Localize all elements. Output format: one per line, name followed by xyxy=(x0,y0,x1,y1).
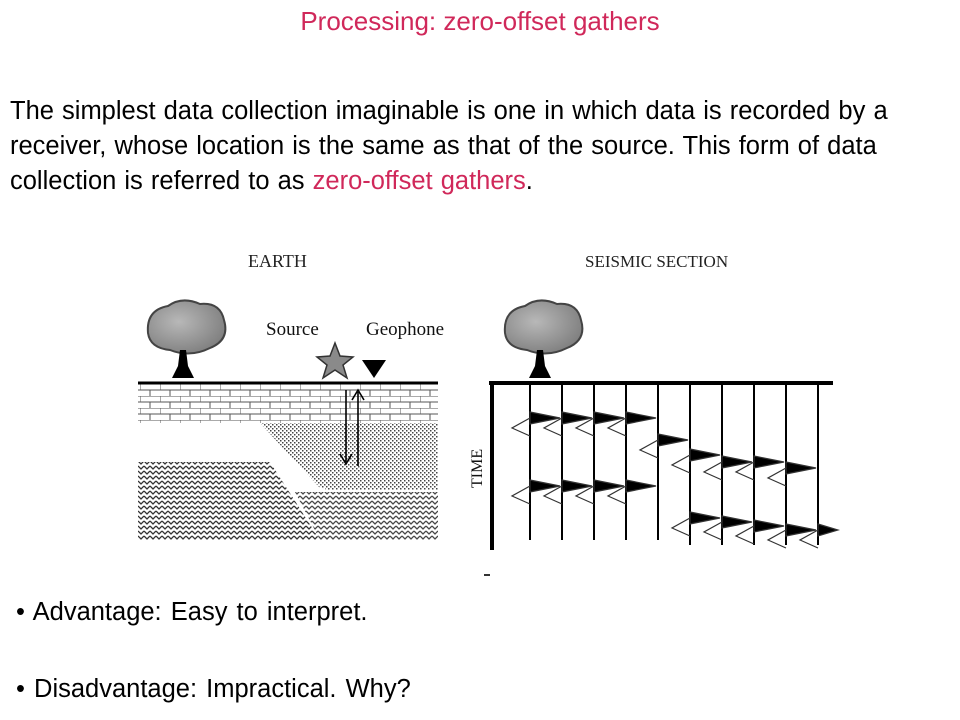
wavelet xyxy=(510,411,561,437)
wavelet xyxy=(798,523,840,549)
tree-icon xyxy=(146,299,227,378)
wavelet xyxy=(542,411,593,437)
zigzag-layer-right xyxy=(295,492,438,540)
source-star-icon xyxy=(315,340,355,380)
bullet-symbol: • xyxy=(16,675,25,703)
wavelets-reflector-2 xyxy=(510,479,840,549)
wavelet xyxy=(574,479,625,505)
earth-model: Source Geophone xyxy=(138,299,444,540)
wavelet xyxy=(766,523,817,549)
intro-text: The simplest data collection imaginable … xyxy=(10,97,888,195)
intro-highlight: zero-offset gathers xyxy=(312,167,526,195)
time-axis-label: TIME xyxy=(469,449,486,488)
bullet-symbol: • xyxy=(16,598,25,626)
wavelet xyxy=(702,515,753,541)
wavelet xyxy=(542,479,593,505)
wavelet xyxy=(734,519,785,545)
advantage-text: Easy to interpret. xyxy=(170,598,368,626)
wavelet xyxy=(638,433,689,459)
seismic-section-label: SEISMIC SECTION xyxy=(585,252,728,271)
wavelet xyxy=(670,448,721,474)
wavelet xyxy=(606,479,657,505)
intro-paragraph: The simplest data collection imaginable … xyxy=(10,94,935,199)
seismic-section: TIME xyxy=(469,299,840,576)
intro-end: . xyxy=(525,167,533,195)
geophone-label: Geophone xyxy=(366,319,444,340)
slide-title: Processing: zero-offset gathers xyxy=(300,6,660,36)
wavelet xyxy=(574,411,625,437)
zigzag-layer-lower xyxy=(138,462,320,540)
wavelets-reflector-1 xyxy=(510,411,817,487)
wavelet xyxy=(606,411,657,437)
disadvantage-text: Impractical. Why? xyxy=(206,675,411,703)
tree-icon xyxy=(503,299,584,378)
wavelet xyxy=(734,455,785,481)
disadvantage-bullet: • Disadvantage: Impractical. Why? xyxy=(16,675,411,704)
zero-offset-figure: EARTH SEISMIC SECTION Source Geophone xyxy=(138,251,840,576)
wavelet xyxy=(670,511,721,537)
earth-label: EARTH xyxy=(248,251,307,271)
advantage-label: Advantage: xyxy=(32,598,162,626)
disadvantage-label: Disadvantage: xyxy=(34,675,198,703)
ray-path-arrows xyxy=(339,388,365,466)
lower-dotted-strip xyxy=(325,472,438,490)
wavelet xyxy=(766,461,817,487)
wavelet xyxy=(702,455,753,481)
geophone-triangle-icon xyxy=(362,360,386,378)
wavelet xyxy=(510,479,561,505)
source-label: Source xyxy=(266,319,319,340)
brick-layer xyxy=(138,383,438,423)
advantage-bullet: • Advantage: Easy to interpret. xyxy=(16,598,368,627)
